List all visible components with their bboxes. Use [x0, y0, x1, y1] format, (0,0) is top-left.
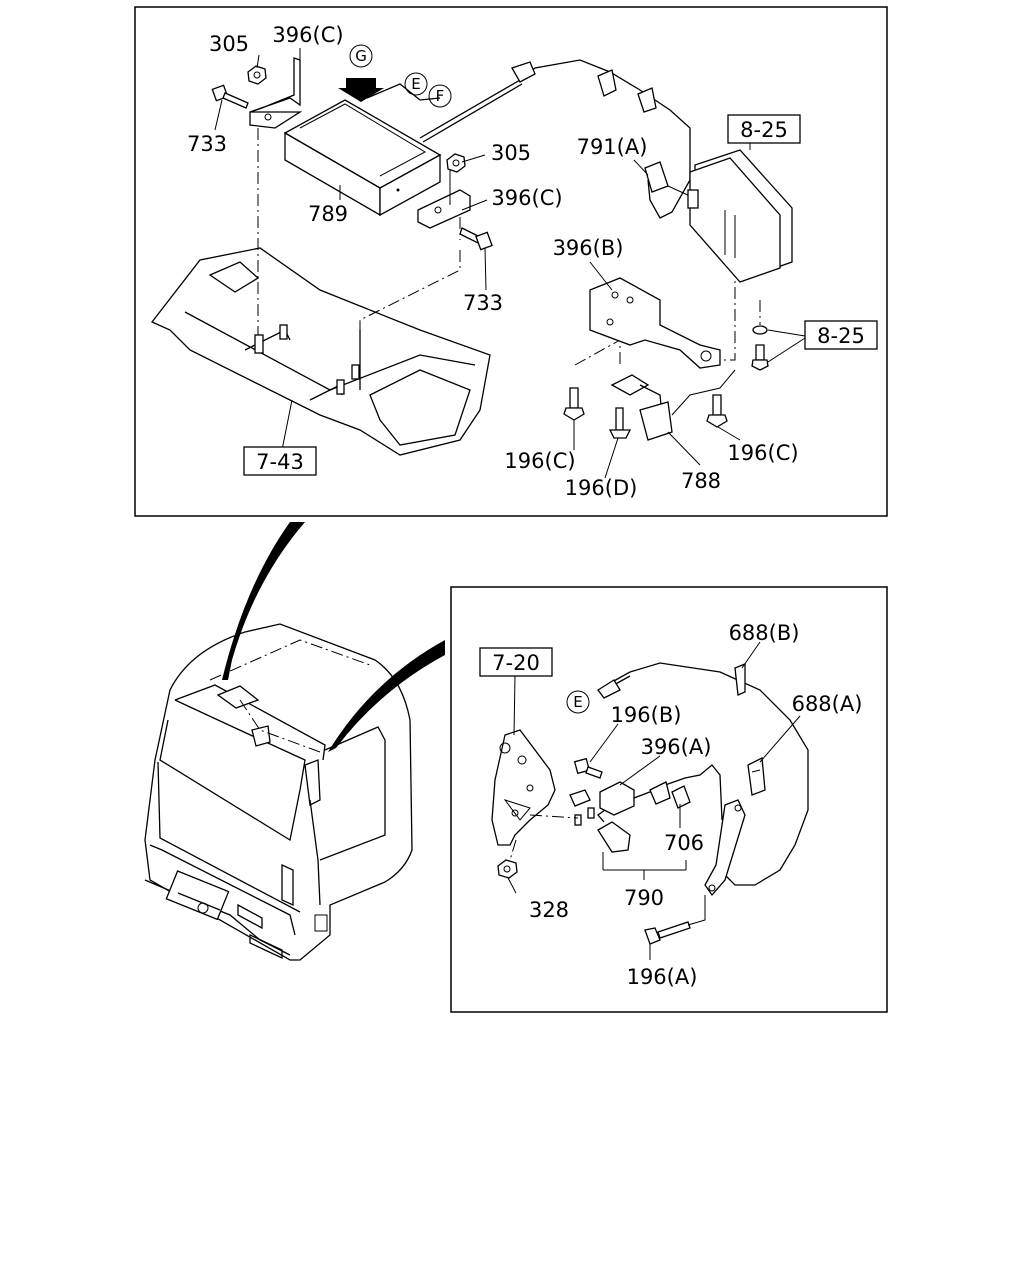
marker-f-top: F [428, 84, 452, 108]
ref-box-743: 7-43 [243, 446, 317, 476]
nut-305-mid [446, 153, 466, 173]
label-396b: 396(B) [553, 236, 624, 260]
top-panel-frame [134, 6, 888, 517]
bracket-396c-right [417, 170, 471, 229]
marker-f-label: F [436, 87, 445, 105]
label-328: 328 [529, 898, 569, 922]
clamp-688b [734, 663, 746, 696]
marker-g-label: G [355, 47, 367, 65]
link-arm [704, 799, 746, 897]
ref-box-825-bottom: 8-25 [804, 320, 878, 350]
sensor-788 [610, 369, 736, 441]
label-789: 789 [308, 202, 348, 226]
nut-305-top [247, 65, 267, 85]
marker-e-label: E [411, 75, 420, 93]
harness-bottom [597, 662, 809, 886]
ref-box-720: 7-20 [479, 647, 553, 677]
label-706: 706 [664, 831, 704, 855]
ref-box-825-top: 8-25 [727, 114, 801, 144]
leader-lines-bottom [507, 641, 801, 960]
label-733-top: 733 [187, 132, 227, 156]
label-790: 790 [624, 886, 664, 910]
label-196b: 196(B) [611, 703, 682, 727]
bolt-733-mid [459, 227, 493, 251]
mounting-bracket-720 [491, 729, 556, 846]
label-305-mid: 305 [491, 141, 531, 165]
label-396a: 396(A) [641, 735, 712, 759]
label-196c-right: 196(C) [727, 441, 798, 465]
label-733-mid: 733 [463, 291, 503, 315]
harness-top [366, 59, 691, 219]
label-688b: 688(B) [729, 621, 800, 645]
bottom-panel: E 7-20 688(B) 688(A) 196(B) 396(A) 706 7… [450, 586, 888, 1013]
assembly-lines-bottom [509, 814, 579, 861]
bolt-196c-left [563, 387, 585, 421]
label-305-top: 305 [209, 32, 249, 56]
bolt-196c-right [706, 394, 728, 428]
ref-825-top-label: 8-25 [740, 118, 788, 142]
leader-lines-top [214, 48, 806, 479]
label-396c-top: 396(C) [272, 23, 343, 47]
bracket-396c-left [249, 57, 303, 129]
ecu-module [687, 149, 793, 283]
nut-328 [497, 859, 518, 879]
label-791a: 791(A) [577, 135, 648, 159]
control-unit-789 [283, 99, 442, 217]
washer-bolt-825 [751, 325, 769, 371]
label-196a: 196(A) [627, 965, 698, 989]
marker-e-bottom: E [566, 690, 590, 714]
bracket-396b [589, 277, 721, 369]
bottom-panel-frame [450, 586, 888, 1013]
bolt-733-top [211, 84, 249, 109]
bolt-196d [608, 407, 632, 439]
ref-825-bottom-label: 8-25 [817, 324, 865, 348]
connector-790 [597, 809, 631, 853]
truck-cab-illustration [144, 522, 445, 961]
clamp-688a [747, 756, 766, 796]
label-688a: 688(A) [792, 692, 863, 716]
label-788: 788 [681, 469, 721, 493]
roof-inner-structure [150, 247, 491, 456]
label-396c-mid: 396(C) [491, 186, 562, 210]
ref-743-label: 7-43 [256, 450, 304, 474]
connector-791a [644, 161, 691, 197]
marker-e-bottom-label: E [573, 693, 582, 711]
top-panel: G E F 8-25 8-25 7-43 305 396(C) 733 789 … [134, 6, 888, 517]
bolt-196a [644, 921, 691, 945]
ref-720-label: 7-20 [492, 651, 540, 675]
bolt-196b [573, 757, 603, 779]
label-196d: 196(D) [565, 476, 638, 500]
sensor-396a [569, 781, 669, 826]
label-196c-left: 196(C) [504, 449, 575, 473]
arrow-g-icon [338, 78, 384, 102]
marker-g: G [349, 44, 373, 68]
marker-e-top: E [404, 72, 428, 96]
